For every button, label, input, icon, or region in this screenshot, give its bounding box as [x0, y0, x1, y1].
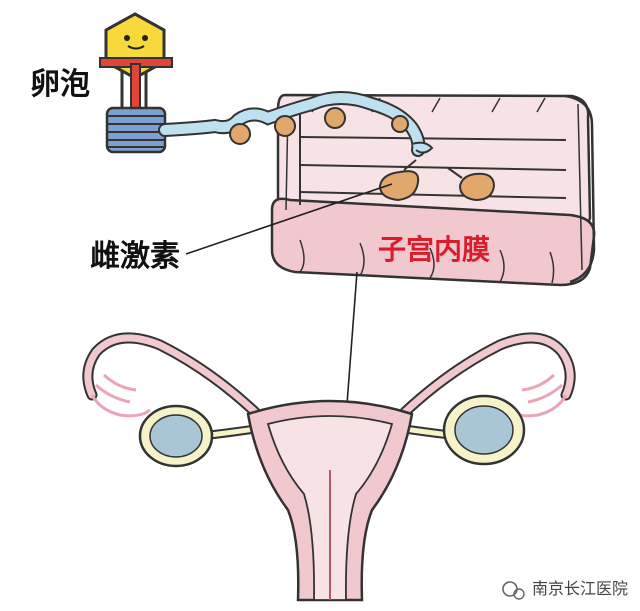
follicle-mascot	[99, 12, 173, 154]
left-ovary	[138, 404, 214, 468]
watermark: 南京长江医院	[532, 575, 628, 599]
label-estrogen: 雌激素	[90, 239, 180, 274]
label-endometrium: 子宫内膜	[378, 233, 491, 266]
endometrium-block	[270, 93, 596, 287]
uterus	[82, 332, 576, 602]
eggs-on-endometrium	[378, 159, 496, 202]
egg-tube	[158, 91, 434, 157]
watermark-text: 南京长江医院	[531, 579, 628, 598]
wechat-icon	[502, 581, 525, 600]
label-follicle: 卵泡	[30, 67, 90, 102]
eggs-in-tube	[229, 107, 409, 145]
right-ovary	[442, 394, 526, 466]
